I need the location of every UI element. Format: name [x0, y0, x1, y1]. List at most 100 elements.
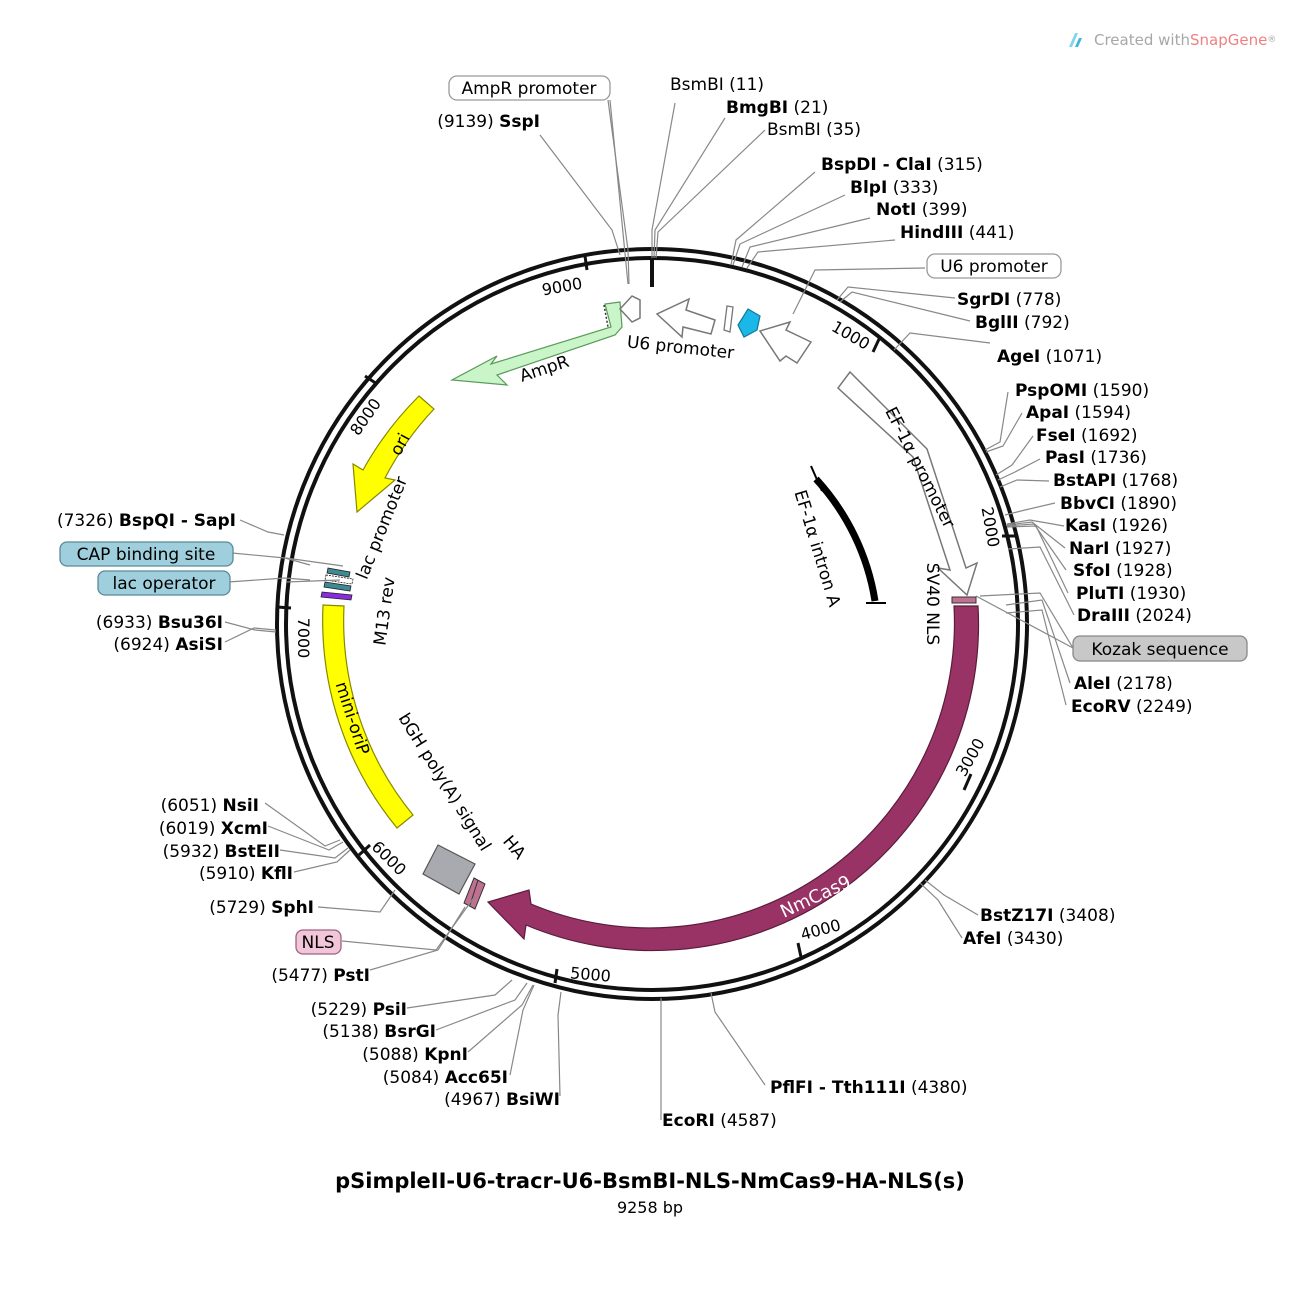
u6-promoter-arrow-2 [758, 320, 813, 365]
bgh-feature [422, 844, 476, 895]
site-label: AgeI (1071) [997, 347, 1102, 367]
ef1a-intron-start [810, 465, 823, 492]
m13-rev-label: M13 rev [370, 576, 399, 647]
site-label: (6019) XcmI [159, 819, 268, 839]
sv40-nls-label: SV40 NLS [922, 563, 942, 645]
site-label: (5729) SphI [209, 898, 314, 918]
tick-mark-6000 [357, 843, 372, 857]
lac-elements [320, 567, 354, 601]
site-label: AleI (2178) [1074, 674, 1173, 694]
site-label: NarI (1927) [1069, 539, 1171, 559]
site-label: SgrDI (778) [957, 290, 1061, 310]
site-label: (5477) PstI [271, 966, 370, 986]
site-label: BbvCI (1890) [1060, 494, 1177, 514]
tick-label-7000: 7000 [294, 618, 313, 659]
site-label: (5084) Acc65I [383, 1068, 508, 1088]
tick-mark-4000 [796, 942, 803, 958]
lac-operator-box: lac operator [97, 570, 231, 596]
ampr-promoter-box: AmpR promoter [448, 75, 611, 101]
site-label: BlpI (333) [850, 178, 938, 198]
site-label: (5932) BstEII [163, 842, 280, 862]
left-site-labels: (9139) SspI (7326) BspQI - SapI (6933) B… [57, 112, 560, 1110]
cap-binding-box-label: CAP binding site [77, 545, 216, 565]
lac-operator-box-label: lac operator [112, 574, 215, 594]
site-label: (9139) SspI [437, 112, 540, 132]
site-label: PasI (1736) [1045, 448, 1147, 468]
mini-orip-feature [322, 604, 414, 829]
site-label: PflFI - Tth111I (4380) [770, 1078, 967, 1098]
ef1a-intron-arc [813, 476, 879, 602]
created-prefix: Created with [1094, 31, 1190, 49]
site-label: (5910) KflI [199, 864, 293, 884]
kozak-box-label: Kozak sequence [1091, 640, 1228, 660]
site-label: BsmBI (35) [767, 120, 861, 140]
cap-site-feature [323, 581, 352, 592]
ampr-feature [449, 301, 623, 386]
tick-label-9000: 9000 [540, 274, 583, 300]
site-label: (4967) BsiWI [444, 1090, 560, 1110]
ampr-promoter-box-label: AmpR promoter [461, 79, 596, 99]
ef1a-promoter-arrow [836, 370, 979, 597]
created-reg: ® [1267, 35, 1277, 45]
bgh-label: bGH poly(A) signal [394, 710, 495, 855]
site-label: HindIII (441) [900, 223, 1014, 243]
site-label: KasI (1926) [1065, 516, 1168, 536]
site-label: (6933) Bsu36I [96, 613, 223, 633]
created-with-snapgene-badge: Created with SnapGene® [1066, 29, 1276, 51]
lac-operator-feature [326, 567, 351, 578]
site-label: SfoI (1928) [1073, 561, 1173, 581]
snapgene-logo-icon [1069, 33, 1082, 47]
site-label: FseI (1692) [1036, 426, 1138, 446]
ha-label: HA [498, 832, 529, 864]
leader-lines [224, 99, 1075, 1120]
tick-mark-3000 [962, 773, 973, 791]
ampr-promoter-arrow [618, 295, 641, 323]
site-label: BstAPI (1768) [1053, 471, 1178, 491]
m13-rev-feature [320, 591, 353, 601]
plasmid-size: 9258 bp [616, 1198, 684, 1217]
site-label: (5088) KpnI [362, 1045, 468, 1065]
tick-mark-1000 [871, 336, 882, 353]
site-label: (5138) BsrGI [322, 1022, 436, 1042]
site-label: PspOMI (1590) [1015, 381, 1149, 401]
nls-box: NLS [295, 929, 342, 955]
mini-orip-label: mini-oriP [331, 679, 373, 757]
ori-feature [352, 395, 435, 514]
tick-mark-5000 [553, 968, 559, 984]
tick-mark-8000 [364, 374, 378, 386]
tracr-marker [723, 305, 734, 333]
site-label: BspDI - ClaI (315) [821, 155, 983, 175]
created-brand: SnapGene [1189, 31, 1268, 49]
right-site-labels: BsmBI (11) BmgBI (21) BsmBI (35) BspDI -… [662, 75, 1193, 1131]
nls-box-label: NLS [302, 933, 335, 953]
plasmid-title: pSimpleII-U6-tracr-U6-BsmBI-NLS-NmCas9-H… [335, 1169, 965, 1193]
site-label: BmgBI (21) [726, 98, 828, 118]
site-label: (7326) BspQI - SapI [57, 511, 236, 531]
tick-marks [276, 255, 1016, 984]
ha-nls-feature [463, 877, 486, 910]
site-label: (6051) NsiI [161, 796, 259, 816]
tick-label-1000: 1000 [828, 317, 873, 354]
sv40-nls-feature [951, 596, 977, 604]
site-label: BstZ17I (3408) [980, 906, 1115, 926]
site-label: BglII (792) [975, 313, 1070, 333]
u6-promoter-inner-label: U6 promoter [626, 332, 735, 363]
tick-mark-9000 [583, 255, 589, 271]
site-label: ApaI (1594) [1026, 403, 1131, 423]
site-label: (5229) PsiI [311, 1000, 407, 1020]
site-label: DraIII (2024) [1077, 606, 1192, 626]
u6-promoter-arrow-1 [655, 297, 716, 339]
site-label: BsmBI (11) [670, 75, 764, 95]
ef1a-promoter-label: EF-1α promoter [880, 404, 958, 532]
site-label: EcoRV (2249) [1071, 697, 1193, 717]
tick-mark-7000 [276, 605, 292, 610]
u6-promoter-box: U6 promoter [926, 253, 1062, 279]
site-label: NotI (399) [876, 200, 967, 220]
kozak-box: Kozak sequence [1072, 635, 1248, 662]
u6-terminator-blue [737, 308, 761, 338]
nmcas9-feature [486, 605, 980, 952]
tick-label-5000: 5000 [569, 963, 611, 985]
site-label: AfeI (3430) [963, 929, 1063, 949]
cap-binding-box: CAP binding site [59, 541, 234, 567]
